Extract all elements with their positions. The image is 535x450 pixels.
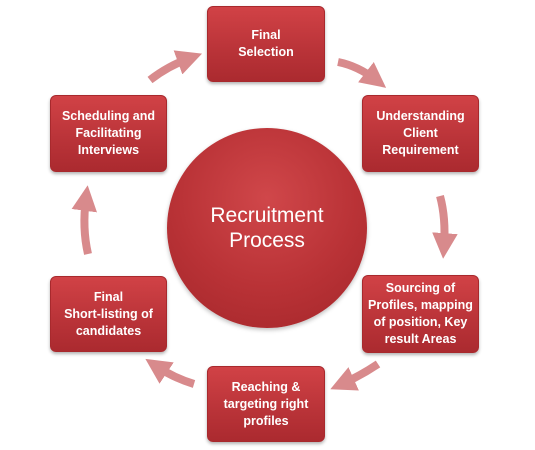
arrow-final-to-understanding xyxy=(337,58,387,88)
arrow-shortlisting-to-scheduling xyxy=(71,185,97,255)
step-reaching-targeting: Reaching & targeting right profiles xyxy=(207,366,325,442)
step-final-shortlisting: Final Short-listing of candidates xyxy=(50,276,167,352)
step-label: Final Selection xyxy=(238,28,294,59)
step-label: Scheduling and Facilitating Interviews xyxy=(61,109,156,157)
arrow-reaching-to-shortlisting xyxy=(145,358,196,388)
step-label: Final Short-listing of candidates xyxy=(64,289,153,338)
center-label: Recruitment Process xyxy=(210,204,324,252)
step-scheduling-interviews: Scheduling and Facilitating Interviews xyxy=(50,95,167,172)
center-circle: Recruitment Process xyxy=(167,128,367,328)
arrow-scheduling-to-final xyxy=(147,50,203,84)
step-final-selection: Final Selection xyxy=(207,6,325,82)
step-label: Reaching & targeting right profiles xyxy=(223,379,309,428)
arrow-sourcing-to-reaching xyxy=(330,360,381,391)
step-label: Understanding Client Requirement xyxy=(376,109,465,157)
step-sourcing-profiles: Sourcing of Profiles, mapping of positio… xyxy=(362,275,479,353)
arrow-understanding-to-sourcing xyxy=(432,194,458,259)
step-label: Sourcing of Profiles, mapping of positio… xyxy=(368,281,473,346)
step-understanding-client-requirement: Understanding Client Requirement xyxy=(362,95,479,172)
